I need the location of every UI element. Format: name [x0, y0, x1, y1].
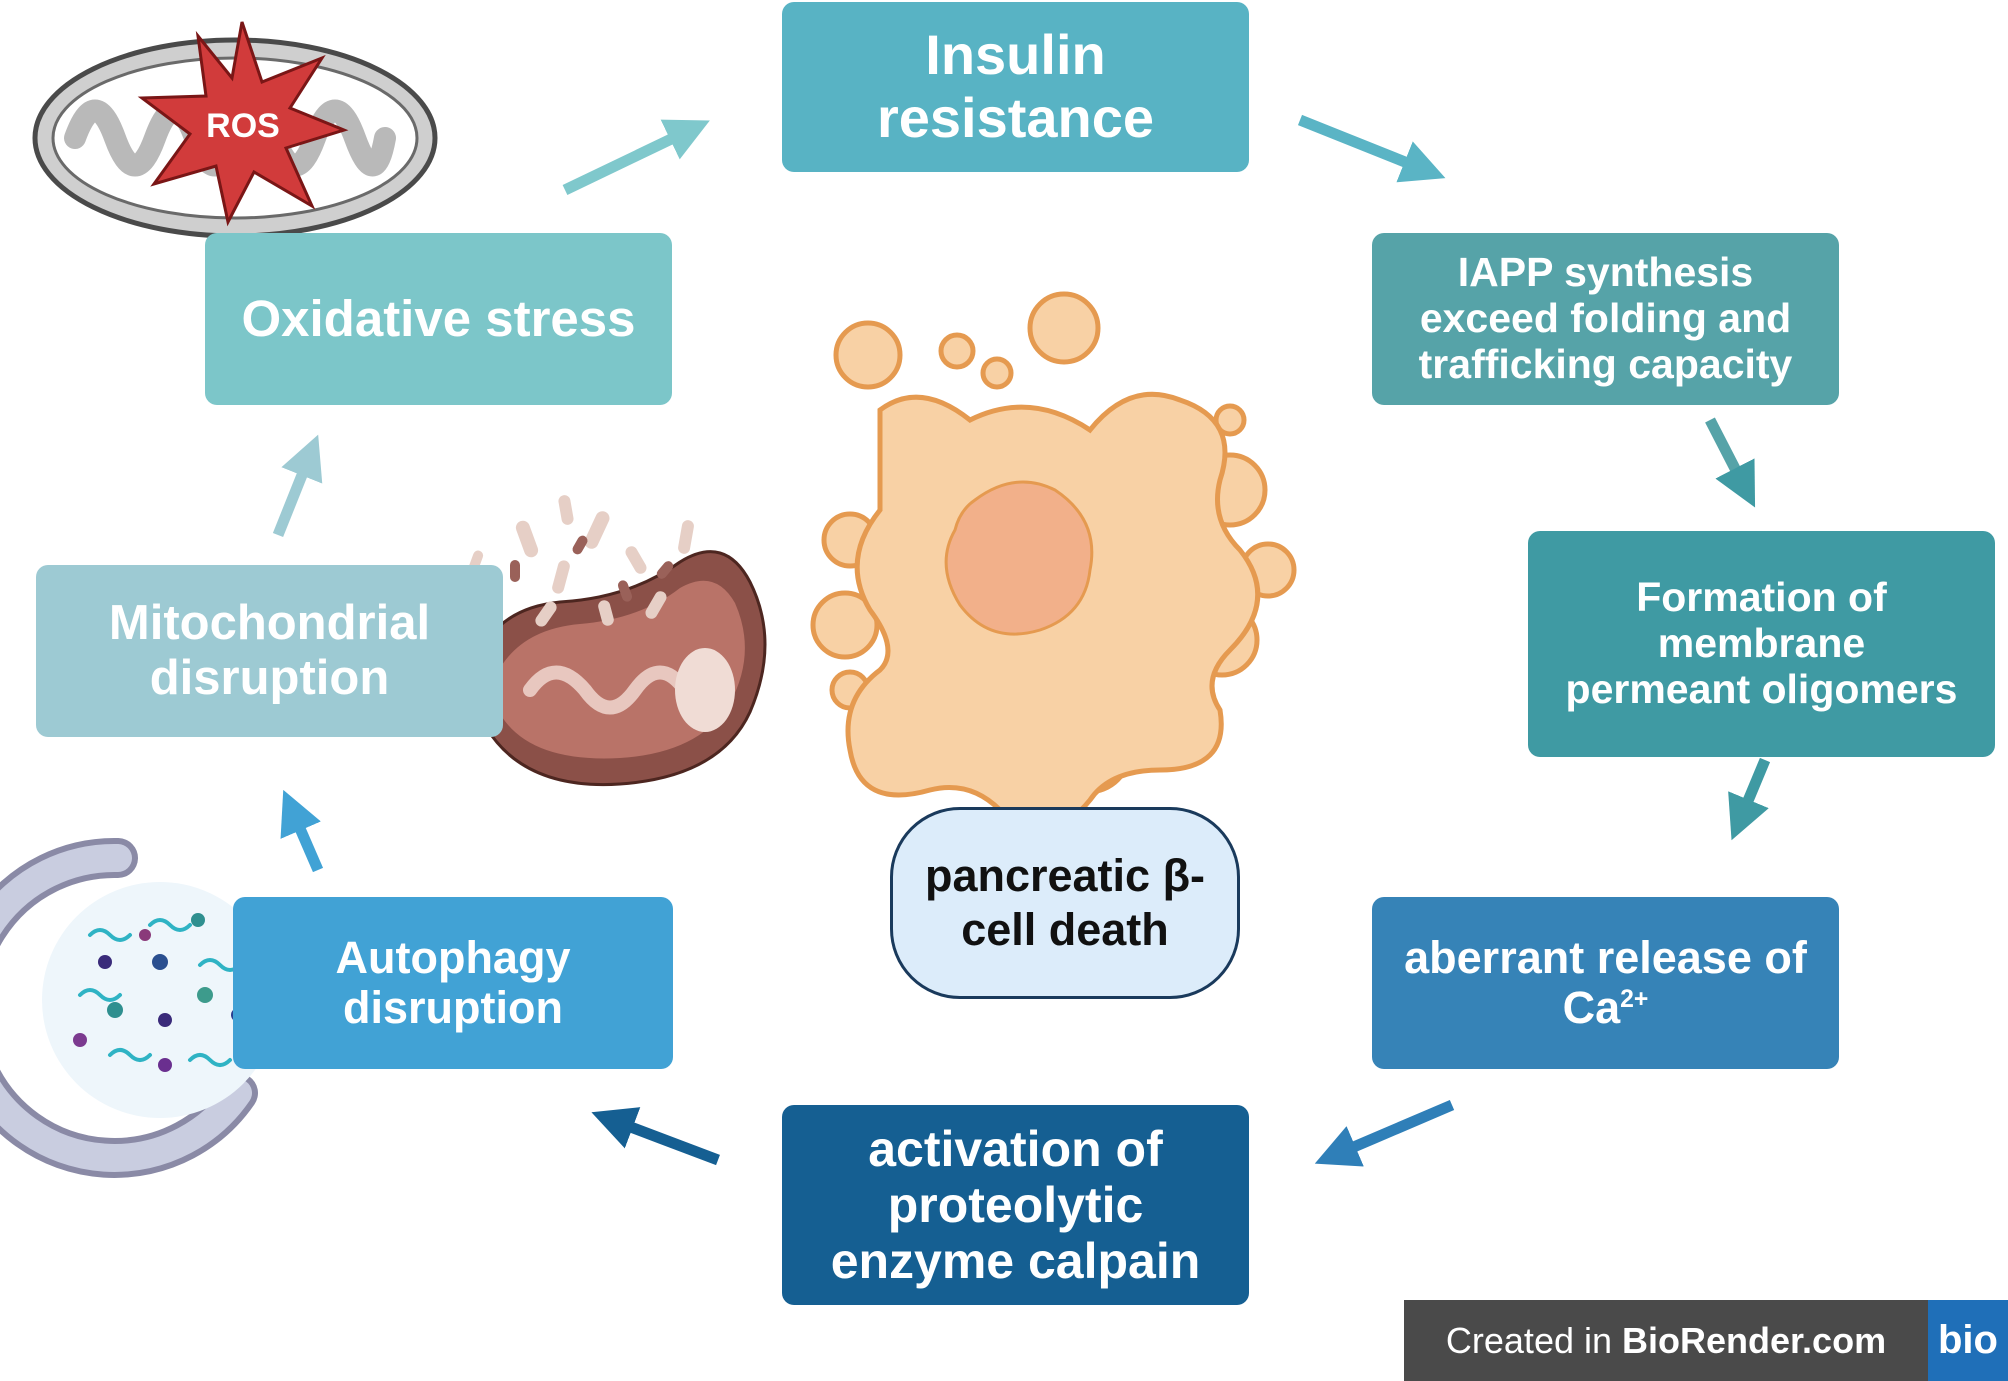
biorender-logo-icon: bio	[1928, 1300, 2008, 1381]
oligomer-formation-box: Formation of membrane permeant oligomers	[1528, 531, 1995, 757]
biorender-credit: Created in BioRender.com bio	[1404, 1300, 2008, 1381]
apoptotic-beta-cell-icon	[810, 291, 1297, 831]
mitochondrial-disruption-box: Mitochondrial disruption	[36, 565, 503, 737]
calcium-charge: 2+	[1620, 986, 1649, 1013]
iapp-synthesis-box: IAPP synthesis exceed folding and traffi…	[1372, 233, 1839, 405]
oligomer-formation-text: Formation of membrane permeant oligomers	[1565, 574, 1958, 712]
arrow-ca-to-calpain	[1314, 1099, 1455, 1167]
beta-cell-death-text: pancreatic β- cell death	[924, 850, 1206, 955]
arrow-oxidative-to-insulin	[562, 119, 710, 195]
calcium-release-text: aberrant release of	[1404, 931, 1807, 983]
calcium-symbol: Ca	[1562, 982, 1621, 1033]
credit-brand: BioRender.com	[1622, 1319, 1887, 1361]
credit-text: Created in BioRender.com	[1404, 1320, 1928, 1362]
arrow-autophagy-to-mito	[280, 789, 324, 873]
calcium-release-box: aberrant release of Ca2+	[1372, 897, 1839, 1069]
beta-cell-death-label: pancreatic β- cell death	[890, 807, 1240, 999]
ros-label: ROS	[206, 107, 280, 145]
beta-cell-nucleus	[944, 480, 1094, 636]
mitochondrion-ros-icon: ROS	[32, 21, 438, 239]
iapp-synthesis-text: IAPP synthesis exceed folding and traffi…	[1418, 249, 1793, 387]
arrow-formation-to-ca	[1728, 757, 1771, 841]
mitochondrial-disruption-text: Mitochondrial disruption	[108, 596, 431, 705]
autophagy-disruption-text: Autophagy disruption	[335, 931, 571, 1033]
autophagosome-icon	[0, 837, 278, 1178]
calpain-activation-box: activation of proteolytic enzyme calpain	[782, 1105, 1249, 1305]
arrow-insulin-to-iapp	[1297, 114, 1446, 183]
autophagy-disruption-box: Autophagy disruption	[233, 897, 673, 1069]
damaged-mitochondrion-icon	[466, 495, 767, 787]
arrow-calpain-to-autophagy	[591, 1107, 720, 1166]
credit-prefix: Created in	[1445, 1319, 1623, 1361]
insulin-resistance-box: Insulin resistance	[782, 2, 1249, 172]
arrow-mito-to-oxidative	[272, 434, 323, 538]
arrow-iapp-to-formation	[1705, 417, 1756, 508]
oxidative-stress-box: Oxidative stress	[205, 233, 672, 405]
insulin-resistance-text: Insulin resistance	[876, 23, 1155, 149]
oxidative-stress-text: Oxidative stress	[241, 290, 636, 348]
calpain-activation-text: activation of proteolytic enzyme calpain	[830, 1121, 1201, 1289]
